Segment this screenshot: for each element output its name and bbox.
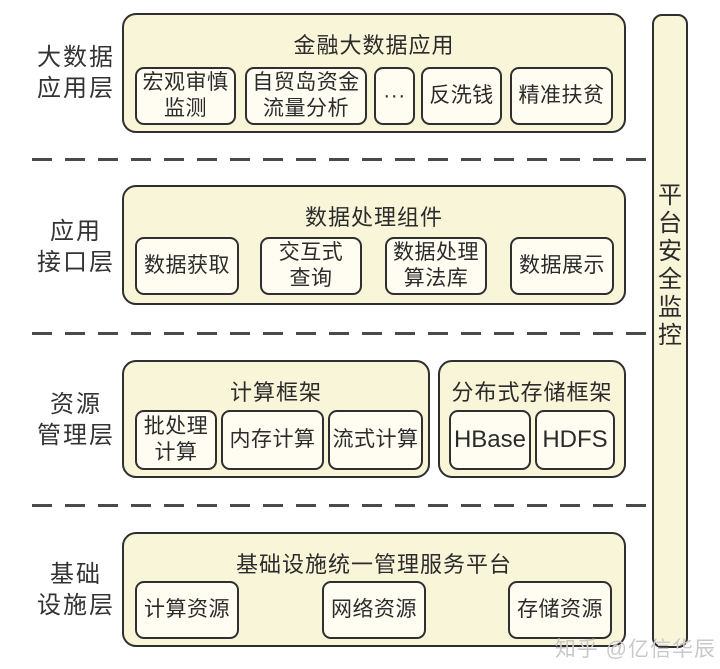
panel-title-finance-bigdata-application: 金融大数据应用: [293, 33, 455, 58]
item-batch-computing: 批处理 计算: [135, 410, 217, 470]
watermark: 知乎 @亿信华辰: [554, 638, 716, 661]
item-ellipsis: ···: [374, 67, 415, 125]
platform-security-monitoring-title: 平 台 安 全 监 控: [658, 182, 682, 349]
divider-dashed-2: [32, 332, 652, 335]
item-anti-money-laundering: 反洗钱: [421, 67, 502, 125]
divider-dashed-3: [32, 504, 652, 507]
item-computing-resources: 计算资源: [135, 581, 239, 639]
item-interactive-query: 交互式 查询: [260, 237, 362, 295]
layer-label-resource-management: 资源 管理层: [37, 391, 115, 449]
item-data-acquisition: 数据获取: [135, 237, 239, 295]
item-in-memory-computing: 内存计算: [221, 410, 324, 470]
panel-title-computing-framework: 计算框架: [229, 380, 322, 405]
panel-data-processing-components: 数据处理组件 数据获取 交互式 查询 数据处理 算法库 数据展示: [122, 185, 626, 305]
divider-dashed-1: [32, 158, 652, 161]
item-data-display: 数据展示: [510, 237, 614, 295]
layer-label-bigdata-application: 大数据 应用层: [37, 44, 115, 102]
item-ftz-capital-flow-analysis: 自贸岛资金 流量分析: [245, 67, 367, 125]
panel-platform-security-monitoring: 平 台 安 全 监 控: [652, 14, 688, 648]
item-targeted-poverty-alleviation: 精准扶贫: [510, 67, 613, 125]
panel-computing-framework: 计算框架 批处理 计算 内存计算 流式计算: [122, 360, 430, 478]
panel-infrastructure-management-platform: 基础设施统一管理服务平台 计算资源 网络资源 存储资源: [122, 532, 626, 647]
item-storage-resources: 存储资源: [508, 581, 612, 639]
item-hbase: HBase: [449, 410, 531, 470]
item-network-resources: 网络资源: [322, 581, 426, 639]
item-macro-prudential-monitoring: 宏观审慎 监测: [135, 67, 236, 125]
panel-title-distributed-storage-framework: 分布式存储框架: [451, 380, 613, 405]
item-data-processing-algorithm-library: 数据处理 算法库: [385, 237, 487, 295]
panel-title-infrastructure-management-platform: 基础设施统一管理服务平台: [235, 552, 512, 577]
panel-finance-bigdata-application: 金融大数据应用 宏观审慎 监测 自贸岛资金 流量分析 ··· 反洗钱 精准扶贫: [122, 13, 626, 133]
layer-label-application-interface: 应用 接口层: [37, 218, 115, 276]
panel-title-data-processing-components: 数据处理组件: [304, 205, 443, 230]
layer-label-infrastructure: 基础 设施层: [37, 561, 115, 619]
item-hdfs: HDFS: [535, 410, 615, 470]
panel-distributed-storage-framework: 分布式存储框架 HBase HDFS: [438, 360, 626, 478]
item-stream-computing: 流式计算: [328, 410, 423, 470]
